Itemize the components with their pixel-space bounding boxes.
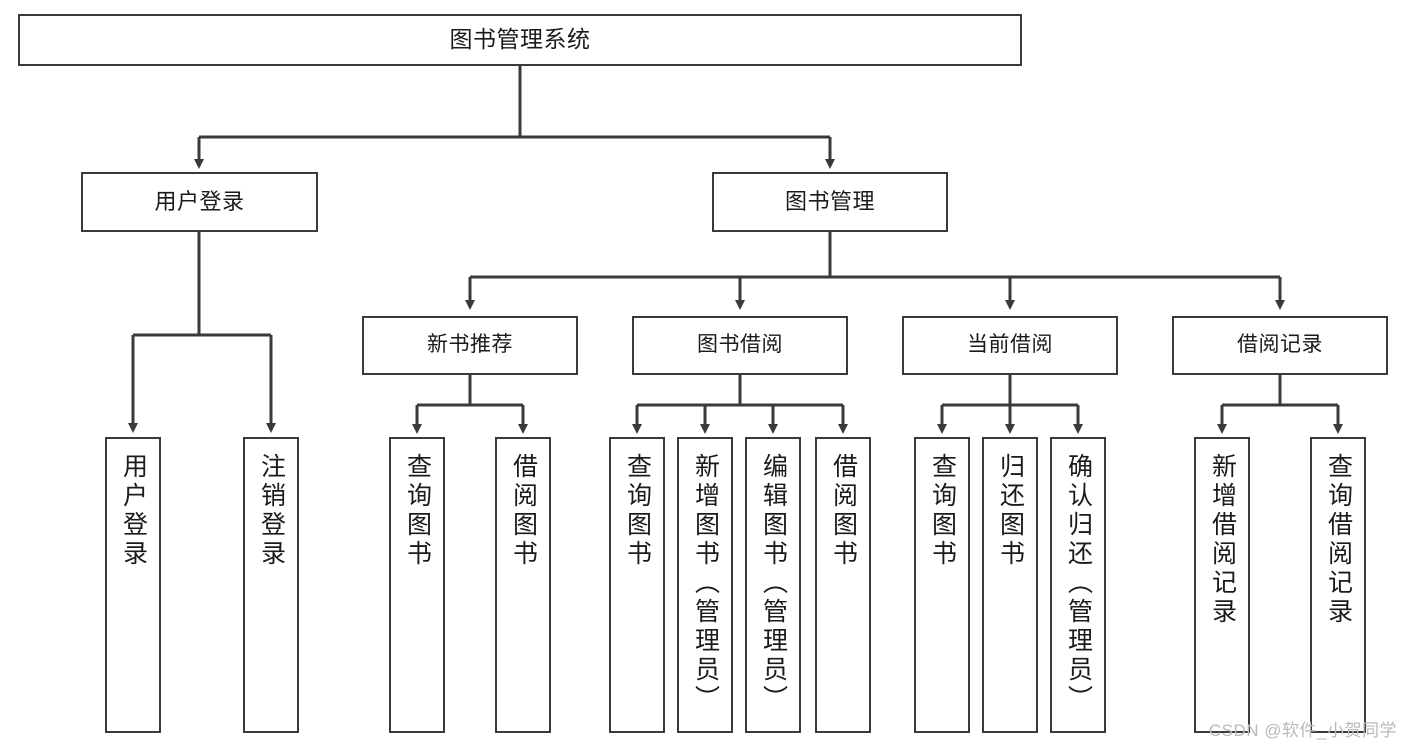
node-label: 图书管理 bbox=[784, 189, 875, 215]
leaf-record-query-record[interactable]: 查询借阅记录 bbox=[1310, 437, 1366, 733]
leaf-recommend-query-book[interactable]: 查询图书 bbox=[389, 437, 445, 733]
leaf-borrow-query-book[interactable]: 查询图书 bbox=[609, 437, 665, 733]
node-label: 新增图书（管理员） bbox=[691, 453, 720, 714]
node-label: 用户登录 bbox=[154, 189, 245, 215]
leaf-current-confirm-return-admin[interactable]: 确认归还（管理员） bbox=[1050, 437, 1106, 733]
node-label: 查询借阅记录 bbox=[1324, 453, 1353, 627]
node-label: 新书推荐 bbox=[427, 333, 513, 357]
node-book-borrow[interactable]: 图书借阅 bbox=[632, 316, 848, 375]
node-label: 图书管理系统 bbox=[449, 26, 591, 53]
csdn-watermark: CSDN @软件_小贺同学 bbox=[1208, 721, 1397, 740]
node-label: 确认归还（管理员） bbox=[1064, 453, 1093, 714]
node-label: 查询图书 bbox=[928, 453, 957, 569]
node-label: 用户登录 bbox=[119, 453, 148, 569]
leaf-recommend-borrow-book[interactable]: 借阅图书 bbox=[495, 437, 551, 733]
leaf-user-login-login[interactable]: 用户登录 bbox=[105, 437, 161, 733]
node-current-borrow[interactable]: 当前借阅 bbox=[902, 316, 1118, 375]
node-label: 当前借阅 bbox=[967, 333, 1053, 357]
leaf-borrow-edit-book-admin[interactable]: 编辑图书（管理员） bbox=[745, 437, 801, 733]
node-label: 借阅记录 bbox=[1237, 333, 1323, 357]
node-user-login[interactable]: 用户登录 bbox=[81, 172, 318, 232]
leaf-current-return-book[interactable]: 归还图书 bbox=[982, 437, 1038, 733]
node-label: 图书借阅 bbox=[697, 333, 783, 357]
node-label: 注销登录 bbox=[257, 453, 286, 569]
node-label: 借阅图书 bbox=[509, 453, 538, 569]
node-new-book-recommend[interactable]: 新书推荐 bbox=[362, 316, 578, 375]
node-root-system[interactable]: 图书管理系统 bbox=[18, 14, 1022, 66]
node-book-management[interactable]: 图书管理 bbox=[712, 172, 948, 232]
leaf-record-add-record[interactable]: 新增借阅记录 bbox=[1194, 437, 1250, 733]
node-borrow-record[interactable]: 借阅记录 bbox=[1172, 316, 1388, 375]
node-label: 借阅图书 bbox=[829, 453, 858, 569]
node-label: 新增借阅记录 bbox=[1208, 453, 1237, 627]
node-label: 归还图书 bbox=[996, 453, 1025, 569]
leaf-current-query-book[interactable]: 查询图书 bbox=[914, 437, 970, 733]
node-label: 查询图书 bbox=[403, 453, 432, 569]
leaf-user-login-logout[interactable]: 注销登录 bbox=[243, 437, 299, 733]
leaf-borrow-add-book-admin[interactable]: 新增图书（管理员） bbox=[677, 437, 733, 733]
leaf-borrow-borrow-book[interactable]: 借阅图书 bbox=[815, 437, 871, 733]
node-label: 编辑图书（管理员） bbox=[759, 453, 788, 714]
node-label: 查询图书 bbox=[623, 453, 652, 569]
